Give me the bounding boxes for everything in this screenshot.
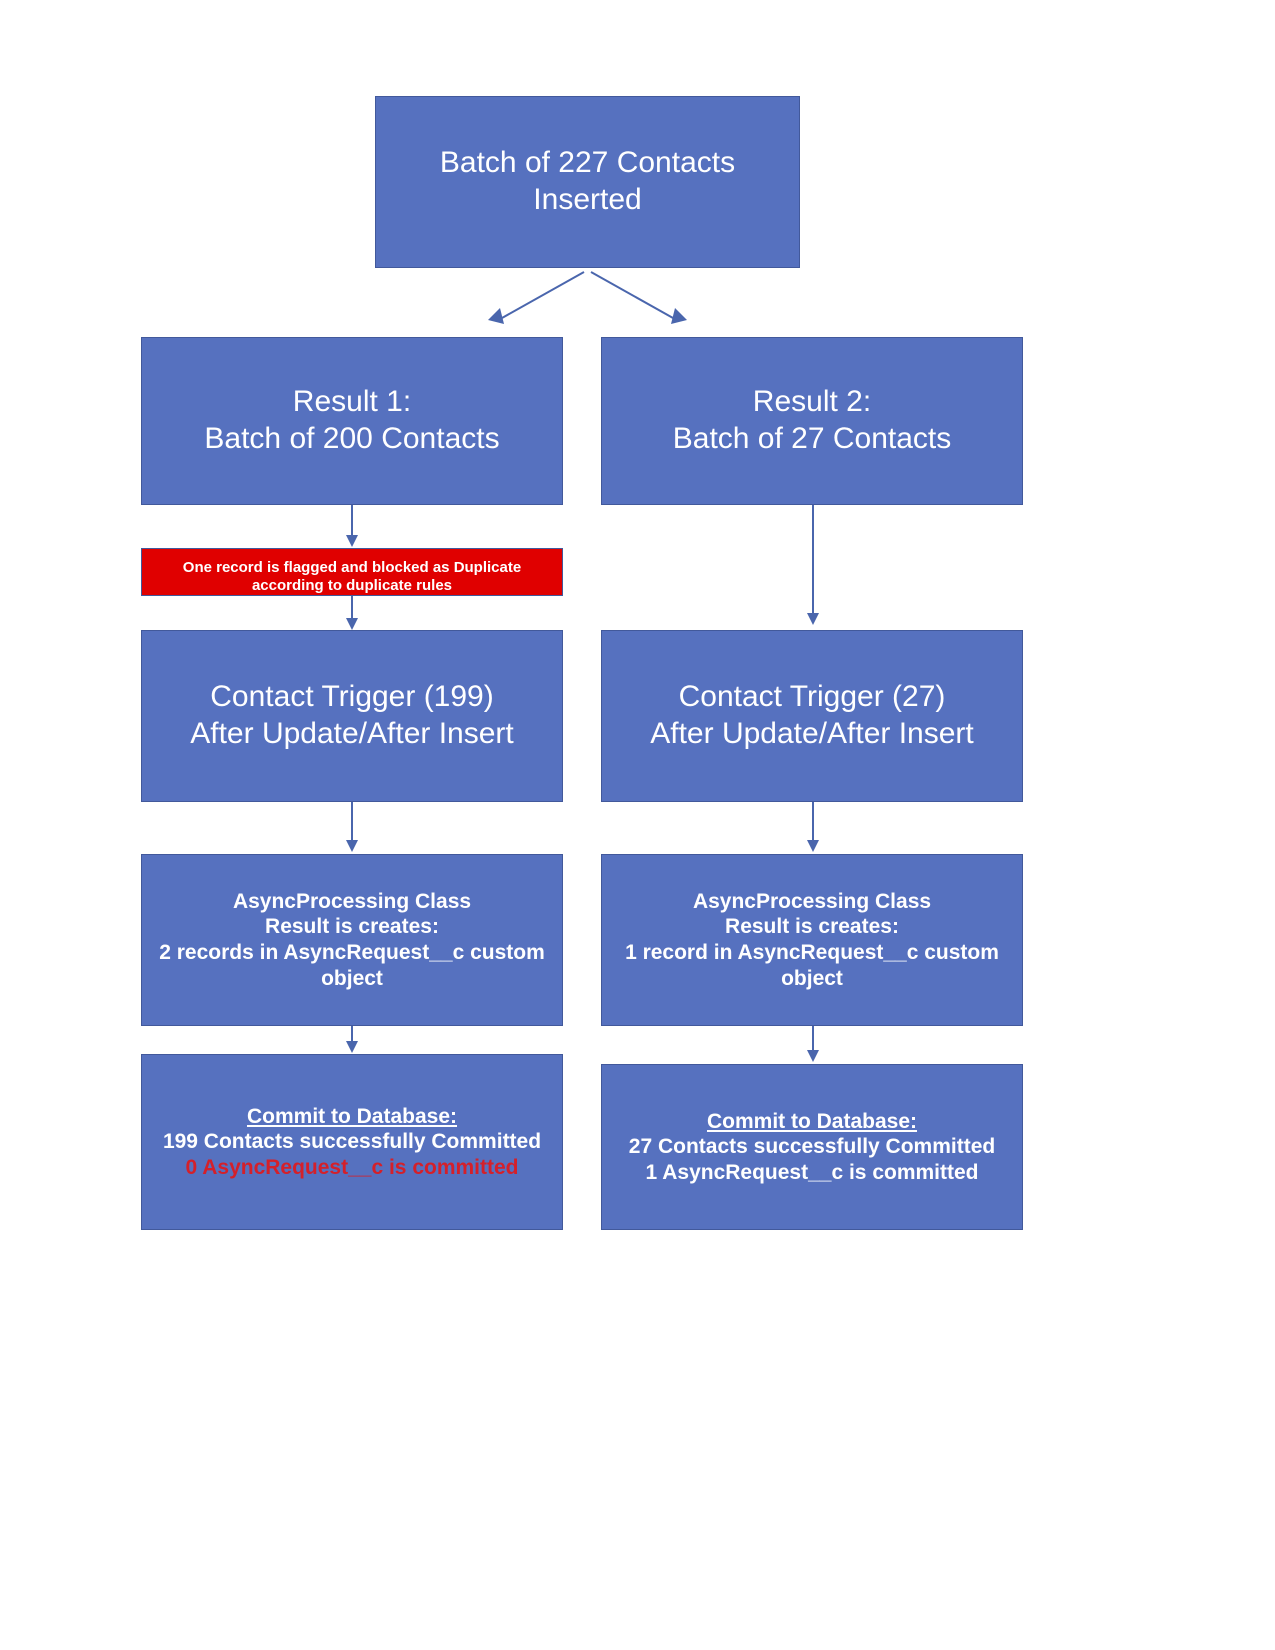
connector-trigger1-to-async1	[344, 802, 360, 854]
node-async-processing-1-line3: 2 records in AsyncRequest__c custom	[159, 941, 545, 964]
node-contact-trigger-1[interactable]: Contact Trigger (199) After Update/After…	[141, 630, 563, 802]
node-commit-to-database-1-heading: Commit to Database:	[246, 1104, 458, 1128]
node-commit-to-database-2[interactable]: Commit to Database: 27 Contacts successf…	[601, 1064, 1023, 1230]
node-result-1[interactable]: Result 1: Batch of 200 Contacts	[141, 337, 563, 505]
node-async-processing-1-line4: object	[321, 966, 383, 990]
node-result-1-line2: Batch of 200 Contacts	[204, 422, 500, 455]
node-duplicate-alert-line1: One record is flagged and blocked as Dup…	[182, 559, 522, 576]
node-result-1-line1: Result 1:	[292, 385, 412, 419]
node-async-processing-2-line3: 1 record in AsyncRequest__c custom	[625, 941, 999, 964]
node-contact-trigger-1-line2: After Update/After Insert	[190, 717, 514, 750]
node-result-2-line1: Result 2:	[752, 385, 872, 419]
node-duplicate-alert[interactable]: One record is flagged and blocked as Dup…	[141, 548, 563, 596]
node-commit-to-database-2-heading: Commit to Database:	[706, 1109, 918, 1133]
node-contact-trigger-2-line2: After Update/After Insert	[650, 717, 974, 750]
connector-root-to-result1	[480, 268, 590, 330]
node-duplicate-alert-line2: according to duplicate rules	[251, 577, 453, 595]
node-async-processing-1-line2: Result is creates:	[265, 915, 439, 939]
node-async-processing-2-line4: object	[781, 966, 843, 990]
node-batch-root-line2: Inserted	[533, 183, 642, 216]
node-result-2-line2: Batch of 27 Contacts	[672, 422, 952, 455]
connector-result1-to-duplicate-alert	[344, 505, 360, 549]
node-batch-root[interactable]: Batch of 227 Contacts Inserted	[375, 96, 800, 268]
node-contact-trigger-2-line1: Contact Trigger (27)	[678, 680, 946, 714]
node-batch-root-line1: Batch of 227 Contacts	[439, 146, 736, 180]
node-async-processing-2-line2: Result is creates:	[725, 915, 899, 939]
connector-async1-to-commit1	[344, 1026, 360, 1054]
node-async-processing-1[interactable]: AsyncProcessing Class Result is creates:…	[141, 854, 563, 1026]
node-commit-to-database-1-line2: 0 AsyncRequest__c is committed	[185, 1155, 519, 1179]
connector-root-to-result2	[585, 268, 695, 330]
node-commit-to-database-1[interactable]: Commit to Database: 199 Contacts success…	[141, 1054, 563, 1230]
node-commit-to-database-1-line1: 199 Contacts successfully Committed	[162, 1130, 542, 1154]
node-async-processing-2[interactable]: AsyncProcessing Class Result is creates:…	[601, 854, 1023, 1026]
connector-trigger2-to-async2	[805, 802, 821, 854]
connector-async2-to-commit2	[805, 1026, 821, 1064]
node-async-processing-2-line1: AsyncProcessing Class	[692, 889, 932, 913]
node-result-2[interactable]: Result 2: Batch of 27 Contacts	[601, 337, 1023, 505]
node-commit-to-database-2-line1: 27 Contacts successfully Committed	[628, 1135, 996, 1159]
node-contact-trigger-1-line1: Contact Trigger (199)	[210, 680, 494, 714]
connector-result2-to-trigger2	[805, 505, 821, 627]
node-commit-to-database-2-line2: 1 AsyncRequest__c is committed	[645, 1160, 979, 1184]
node-async-processing-1-line1: AsyncProcessing Class	[232, 889, 472, 913]
node-contact-trigger-2[interactable]: Contact Trigger (27) After Update/After …	[601, 630, 1023, 802]
connector-duplicate-alert-to-trigger1	[344, 596, 360, 632]
